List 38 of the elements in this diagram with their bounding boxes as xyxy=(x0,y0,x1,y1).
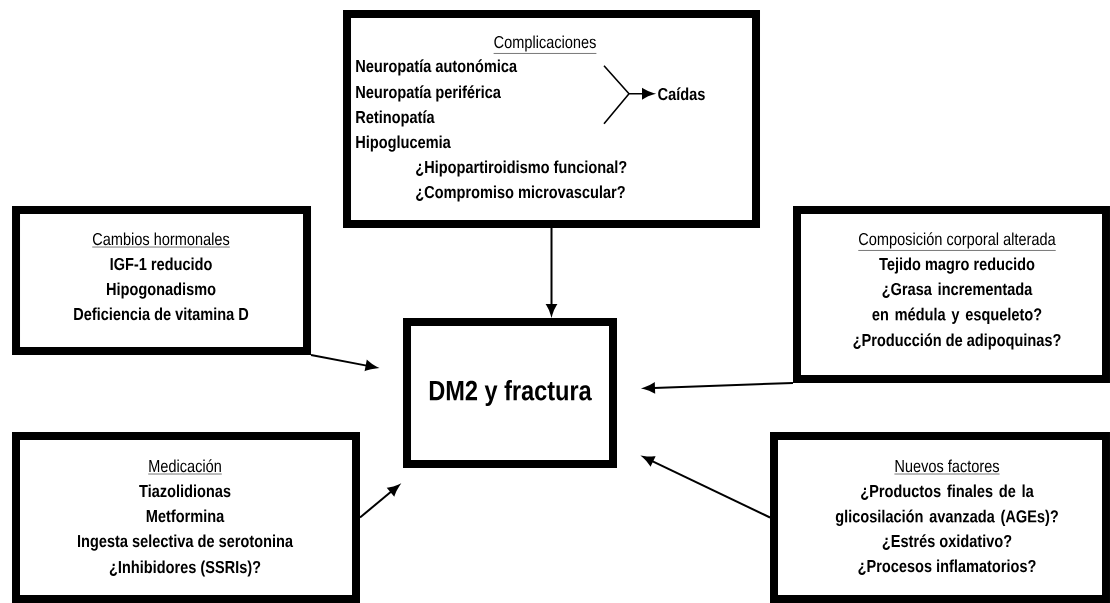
arrow xyxy=(642,456,771,519)
list-item: ¿Compromiso microvascular? xyxy=(416,185,625,202)
list-item: Deficiencia de vitamina D xyxy=(74,307,249,321)
arrow xyxy=(310,354,377,371)
merging-arrow xyxy=(603,64,654,125)
list-item: IGF-1 reducido xyxy=(110,257,212,271)
factor-box xyxy=(770,432,1110,603)
arrow xyxy=(643,382,794,394)
list-item: Hipogonadismo xyxy=(107,282,216,299)
factor-box xyxy=(343,10,760,228)
list-item: ¿Producción de adipoquinas? xyxy=(853,333,1061,350)
title-text: DM2 y fractura xyxy=(429,379,592,407)
list-item: ¿Inhibidores (SSRIs)? xyxy=(109,560,261,577)
heading: Composición corporal alterada xyxy=(858,232,1056,251)
list-item: Ingesta selectiva de serotonina xyxy=(77,534,294,551)
list-item: ¿Procesos inflamatorios? xyxy=(858,559,1036,575)
heading: Complicaciones xyxy=(493,35,597,54)
list-item: ¿Hipopartiroidismo funcional? xyxy=(416,160,627,177)
list-item: Hipoglucemia xyxy=(356,135,451,152)
list-item: Neuropatía periférica xyxy=(356,85,501,102)
factor-box xyxy=(12,206,311,355)
list-item: Metformina xyxy=(146,509,225,523)
factor-box xyxy=(793,206,1110,383)
heading: Cambios hormonales xyxy=(91,232,231,248)
factor-box xyxy=(12,432,360,603)
list-item: ¿Productos finales de la glicosilación avanzada (AGEs)? xyxy=(835,484,1058,526)
list-item: Tejido magro reducido xyxy=(879,257,1035,274)
list-item: ¿Estrés oxidativo? xyxy=(882,534,1012,550)
factor-box xyxy=(403,318,617,468)
list-item: Tiazolidionas xyxy=(139,484,231,498)
arrow xyxy=(359,484,400,519)
list-item: Retinopatía xyxy=(356,110,435,127)
heading: Medicación xyxy=(147,459,223,475)
arrow xyxy=(546,227,557,316)
heading: Nuevos factores xyxy=(894,459,1000,475)
outcome-text: Caídas xyxy=(658,87,705,101)
list-item: Neuropatía autonómica xyxy=(356,59,518,76)
list-item: ¿Grasa incrementada en médula y esqueleto? xyxy=(872,282,1042,324)
